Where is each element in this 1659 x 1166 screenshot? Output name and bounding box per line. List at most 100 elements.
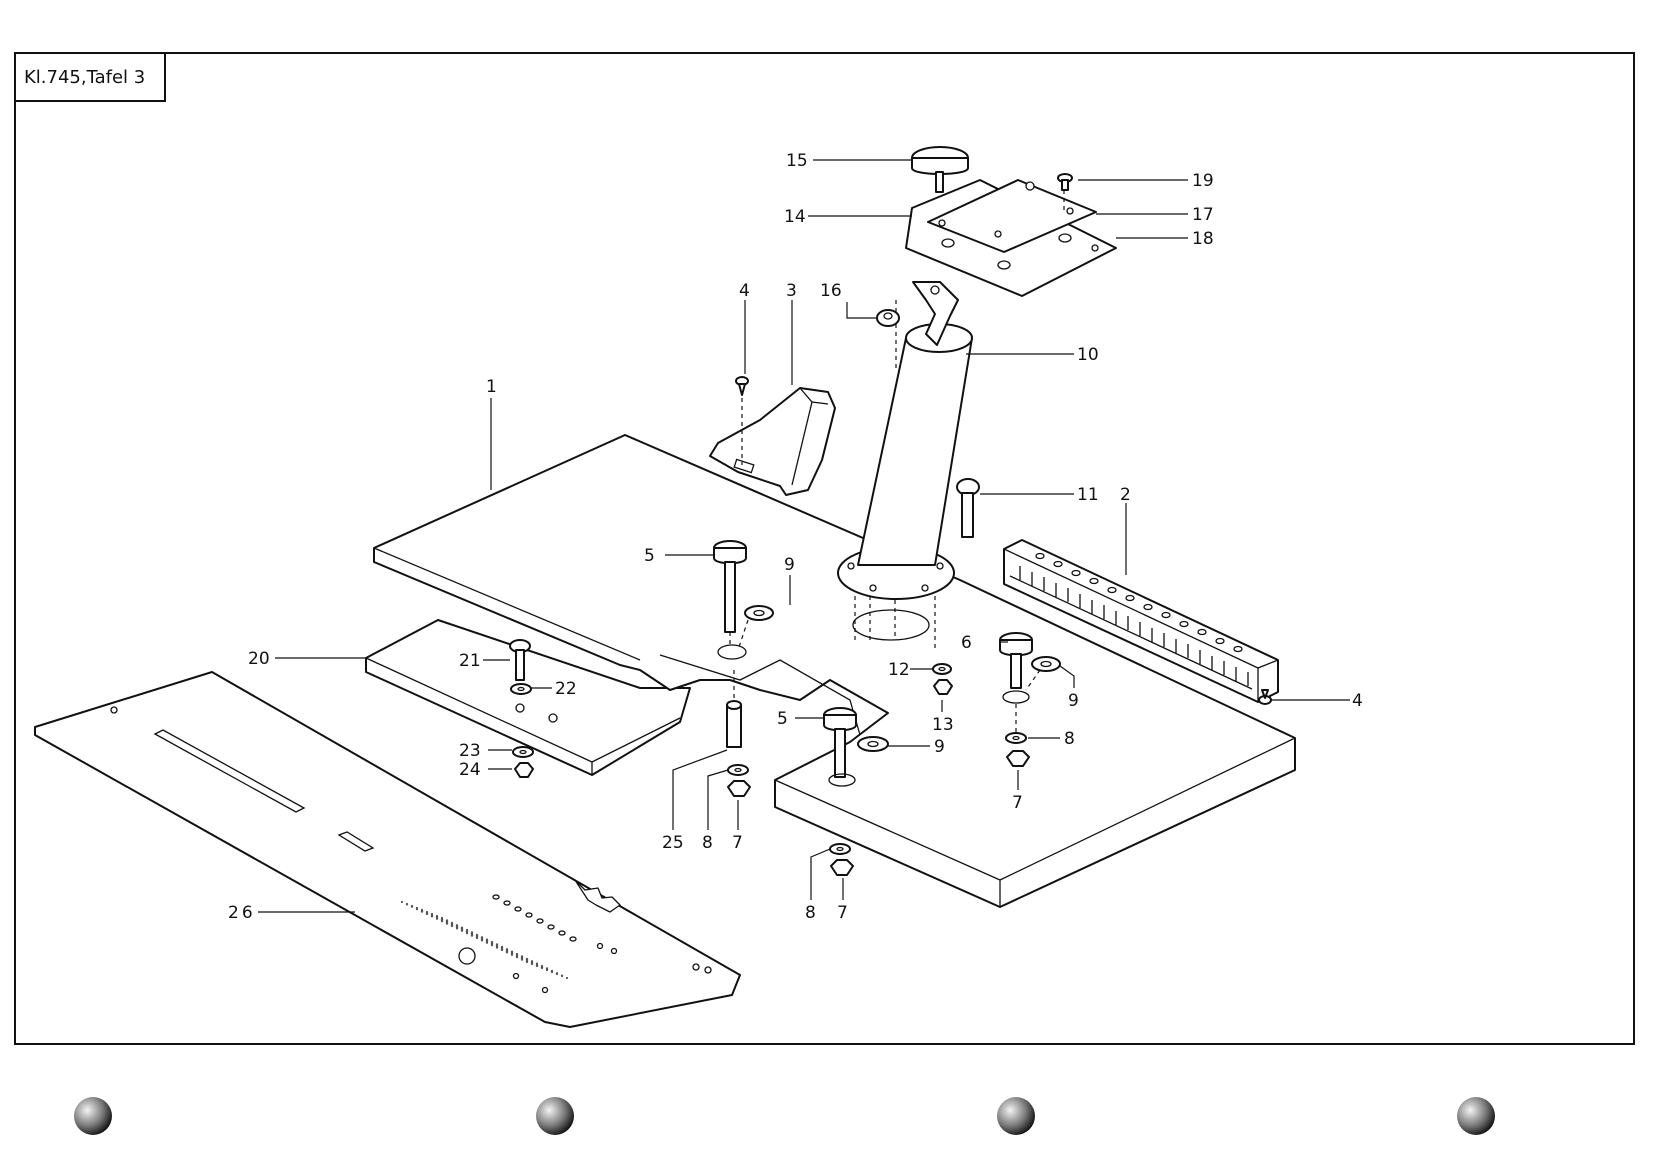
callout-5-center: 5 (644, 546, 655, 566)
perforation-dot (475, 933, 479, 936)
perforation-dot (435, 914, 439, 918)
column-tube (837, 281, 973, 652)
perforation-dot (535, 962, 539, 965)
binder-hole-icon (74, 1097, 112, 1135)
callout-7-bottom: 7 (837, 903, 848, 923)
nut-7-bottom (830, 859, 854, 876)
screw-19 (1057, 173, 1073, 191)
callout-10: 10 (1077, 345, 1099, 365)
perforation-dot (495, 943, 499, 946)
rail-slots (1019, 566, 1249, 686)
perforation-dot (470, 931, 474, 934)
perforation-dot (420, 908, 424, 912)
callout-22: 22 (555, 679, 577, 699)
perforation-dot (430, 912, 434, 916)
binder-hole-icon (1457, 1097, 1495, 1135)
perforated-rail (1003, 539, 1279, 703)
callout-25: 25 (662, 833, 684, 853)
cover-plate (34, 671, 741, 1028)
rail-holes (1035, 552, 1243, 653)
binder-holes (74, 1097, 1495, 1135)
nut-7-right (1006, 750, 1030, 767)
callout-8-right: 8 (1064, 729, 1075, 749)
perforation-dot (520, 955, 524, 958)
perforation-dot (500, 945, 504, 948)
title-block: Kl.745,Tafel 3 (14, 52, 166, 102)
callout-19: 19 (1192, 171, 1214, 191)
callout-14: 14 (784, 207, 806, 227)
callout-7-right: 7 (1012, 793, 1023, 813)
nut-13 (933, 679, 953, 695)
perforation-dot (525, 957, 529, 960)
perforation-dot (480, 936, 484, 939)
callout-23: 23 (459, 741, 481, 761)
nut-7-center (727, 780, 751, 797)
callout-18: 18 (1192, 229, 1214, 249)
washer-22 (510, 683, 532, 695)
cover-slot-row (492, 894, 577, 942)
screw-21 (509, 639, 531, 681)
washer-8-center (727, 764, 749, 776)
knob-15 (911, 146, 969, 193)
perforation-dot (455, 924, 459, 927)
washer-12 (932, 663, 952, 675)
perforation-dot (400, 900, 404, 904)
drawing-frame (14, 52, 1635, 1045)
perforation-dot (445, 919, 449, 922)
base-plate (373, 434, 1296, 908)
callout-15: 15 (786, 151, 808, 171)
perforation-dot (540, 964, 544, 968)
washer-9-front (857, 736, 889, 752)
perforation-dot (560, 974, 564, 977)
perforation-dot (485, 938, 489, 941)
perforation-dot (460, 926, 464, 929)
callout-9-front: 9 (934, 737, 945, 757)
callout-4-top: 4 (739, 281, 750, 301)
washer-9-center (737, 605, 774, 651)
perforation-dot (545, 967, 549, 970)
washer-23 (512, 746, 534, 758)
callout-5-front: 5 (777, 709, 788, 729)
callout-labels: 1 2 3 4 4 5 5 6 7 7 7 8 8 8 9 9 9 10 11 … (228, 151, 1363, 923)
leader-lines (258, 159, 1350, 913)
perforation-dot (450, 921, 454, 924)
callout-21: 21 (459, 651, 481, 671)
callout-3: 3 (786, 281, 797, 301)
mounting-plates (905, 179, 1117, 297)
bolt-5-center (713, 540, 747, 660)
callout-20: 20 (248, 649, 270, 669)
perforation-dot (440, 916, 444, 920)
spacer-25 (726, 670, 742, 748)
bolt-5-front (823, 707, 857, 787)
callout-4-right: 4 (1352, 691, 1363, 711)
grommet-16 (876, 309, 900, 327)
callout-8-bottom: 8 (805, 903, 816, 923)
sheet-title: Kl.745,Tafel 3 (24, 66, 146, 88)
perforation-dot (410, 904, 414, 908)
perforation-dot (555, 972, 559, 975)
callout-12: 12 (888, 660, 910, 680)
callout-26: 26 (228, 903, 256, 923)
perforation-dot (490, 940, 494, 944)
callout-2: 2 (1120, 485, 1131, 505)
perforation-dot (415, 906, 419, 910)
perforation-dot (565, 976, 569, 980)
perforation-dot (510, 950, 514, 953)
speaker-perforation (400, 900, 569, 980)
screw-4-left (735, 376, 749, 465)
binder-hole-icon (997, 1097, 1035, 1135)
callout-9-right: 9 (1068, 691, 1079, 711)
nut-24 (514, 762, 534, 778)
washer-8-right (1005, 704, 1027, 744)
callout-13: 13 (932, 715, 954, 735)
washer-8-bottom (829, 843, 851, 855)
perforation-dot (515, 952, 519, 956)
callout-11: 11 (1077, 485, 1099, 505)
callout-9-center: 9 (784, 555, 795, 575)
perforation-dot (465, 928, 469, 932)
callout-1: 1 (486, 377, 497, 397)
callout-17: 17 (1192, 205, 1214, 225)
binder-hole-icon (536, 1097, 574, 1135)
